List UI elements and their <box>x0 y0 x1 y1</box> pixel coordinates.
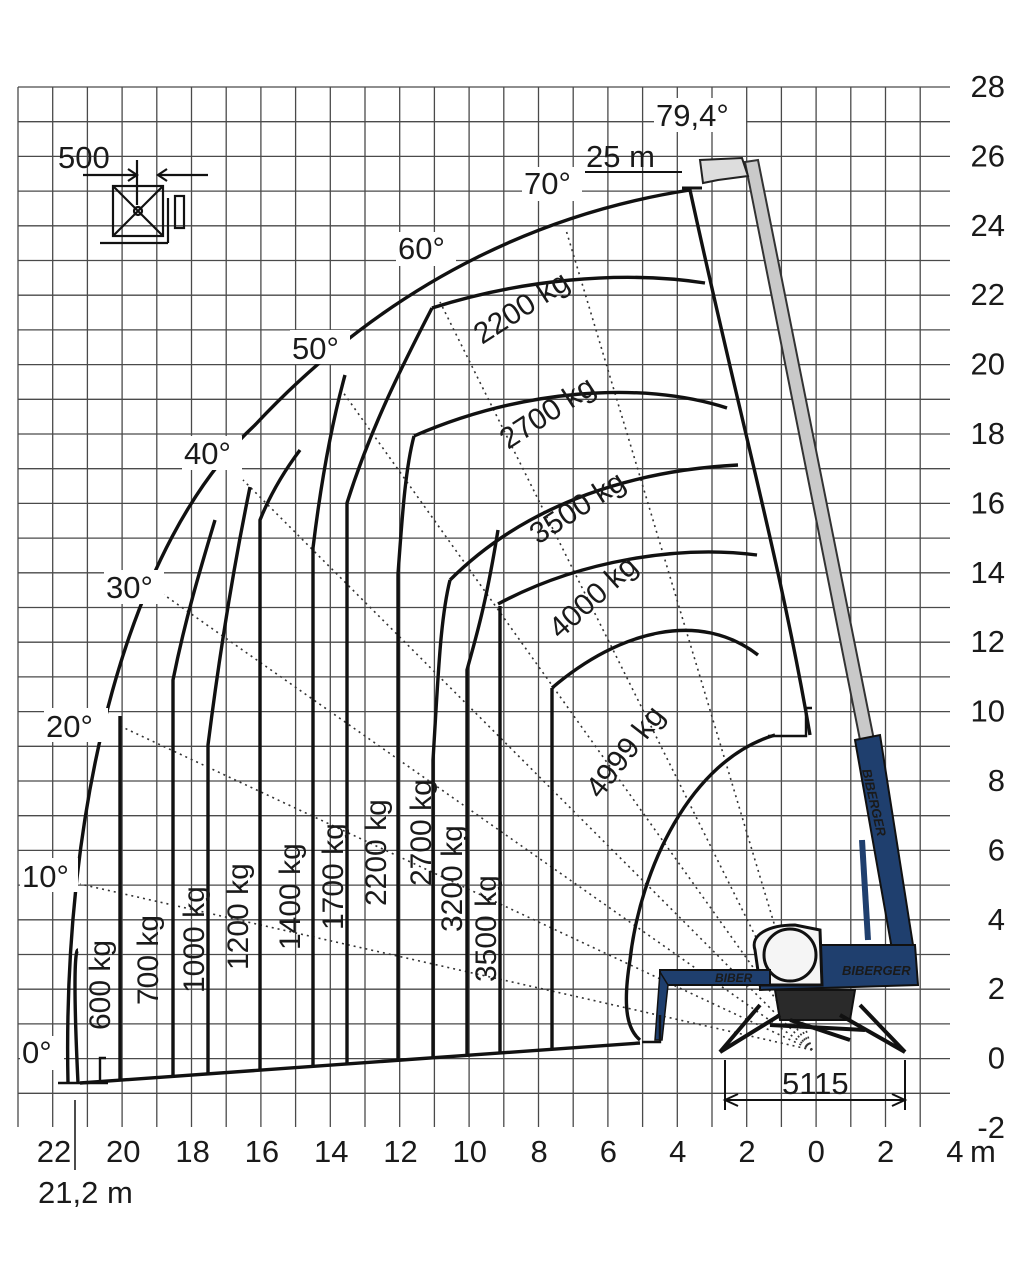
y-tick-label: 14 <box>971 555 1005 590</box>
inner-envelope <box>624 733 776 1042</box>
angle-label-40: 40° <box>184 436 231 471</box>
curve-4000-h <box>497 550 758 606</box>
zone-label-v-3500: 3500 kg <box>470 875 503 982</box>
y-tick-label: 16 <box>971 485 1005 520</box>
y-tick-label: 24 <box>971 208 1005 243</box>
y-tick-label: 4 <box>988 902 1005 937</box>
zone-label-v-1200: 1200 kg <box>222 863 255 970</box>
curve-1000-v <box>171 519 217 1078</box>
boom-upper <box>743 158 880 767</box>
baseline <box>79 1041 641 1085</box>
x-tick-label: 10 <box>453 1134 487 1169</box>
y-tick-label: 0 <box>988 1041 1005 1076</box>
angle-label-30: 30° <box>106 570 153 605</box>
zone-label-v-2700: 2700 kg <box>405 779 438 886</box>
zone-label-v-1700: 1700 kg <box>317 823 350 930</box>
x-tick-label: 22 <box>37 1134 71 1169</box>
curve-2200-v <box>345 307 434 1063</box>
zone-label-h-2700: 2700 kg <box>494 370 602 456</box>
outrigger-span-label: 5115 <box>782 1066 849 1101</box>
outriggers <box>718 1003 907 1054</box>
y-tick-label: 12 <box>971 624 1005 659</box>
zone-label-v-2200: 2200 kg <box>360 799 393 906</box>
platform-offset-label: 500 <box>58 140 110 175</box>
cab <box>752 923 824 987</box>
angle-label-50: 50° <box>292 331 339 366</box>
curve-3200-v <box>431 579 452 1057</box>
x-tick-label: 2 <box>877 1134 894 1169</box>
curve-4999-h <box>550 628 760 690</box>
x-axis-unit: m <box>970 1134 996 1169</box>
outrigger-dimension <box>722 1060 908 1110</box>
angle-label-10: 10° <box>22 859 69 894</box>
x-tick-label: 8 <box>530 1134 547 1169</box>
angle-label-60: 60° <box>398 231 445 266</box>
y-tick-label: 26 <box>971 138 1005 173</box>
y-tick-label: 22 <box>971 277 1005 312</box>
angle-label-79-4: 79,4° <box>656 98 729 133</box>
y-tick-label: 20 <box>971 347 1005 382</box>
angle-label-20: 20° <box>46 709 93 744</box>
zone-label-h-4999: 4999 kg <box>580 700 672 804</box>
x-tick-label: 4 <box>946 1134 963 1169</box>
zone-label-v-600: 600 kg <box>84 940 117 1030</box>
x-tick-label: 16 <box>245 1134 279 1169</box>
curve-1700-v <box>311 374 347 1066</box>
x-tick-label: 20 <box>106 1134 140 1169</box>
mini-platforms <box>58 706 812 1085</box>
curve-1200-v <box>206 486 252 1075</box>
x-tick-label: 6 <box>600 1134 617 1169</box>
curve-2700-h <box>413 390 728 438</box>
y-tick-label: 6 <box>988 832 1005 867</box>
max-height-label: 25 m <box>586 139 655 174</box>
y-tick-label: 10 <box>971 694 1005 729</box>
platform-schematic <box>83 160 208 245</box>
zone-label-v-1000: 1000 kg <box>178 886 211 993</box>
zone-label-v-3200: 3200 kg <box>436 825 469 932</box>
spider-lift-machine: BIBERGER BIBER BIBERGER <box>58 156 920 1085</box>
x-tick-label: 14 <box>314 1134 348 1169</box>
brand-label-turret: BIBERGER <box>842 963 911 978</box>
zone-label-v-1400: 1400 kg <box>274 843 307 950</box>
y-tick-label: 18 <box>971 416 1005 451</box>
x-tick-label: 0 <box>808 1134 825 1169</box>
x-tick-label: 12 <box>383 1134 417 1169</box>
x-tick-label: 4 <box>669 1134 686 1169</box>
curve-3500-h <box>448 463 739 582</box>
brand-label-arm: BIBER <box>715 971 753 985</box>
y-tick-label: -2 <box>977 1110 1005 1145</box>
zone-label-h-2200: 2200 kg <box>468 265 576 351</box>
angle-label-0: 0° <box>22 1035 52 1070</box>
curve-600-v <box>73 948 80 1084</box>
curve-3500-v <box>465 529 500 1055</box>
angle-label-70: 70° <box>524 166 571 201</box>
jib <box>698 156 750 185</box>
y-tick-label: 28 <box>971 69 1005 104</box>
y-tick-label: 8 <box>988 763 1005 798</box>
curve-2700-v <box>396 435 416 1059</box>
curve-1400-v <box>258 448 302 1071</box>
zone-label-h-4000: 4000 kg <box>543 549 644 645</box>
x-tick-label: 2 <box>738 1134 755 1169</box>
curve-2200-h <box>431 275 706 310</box>
x-tick-label: 18 <box>175 1134 209 1169</box>
y-tick-label: 2 <box>988 971 1005 1006</box>
x-axis-extra-label: 21,2 m <box>38 1175 133 1210</box>
zone-label-v-700: 700 kg <box>132 915 165 1005</box>
